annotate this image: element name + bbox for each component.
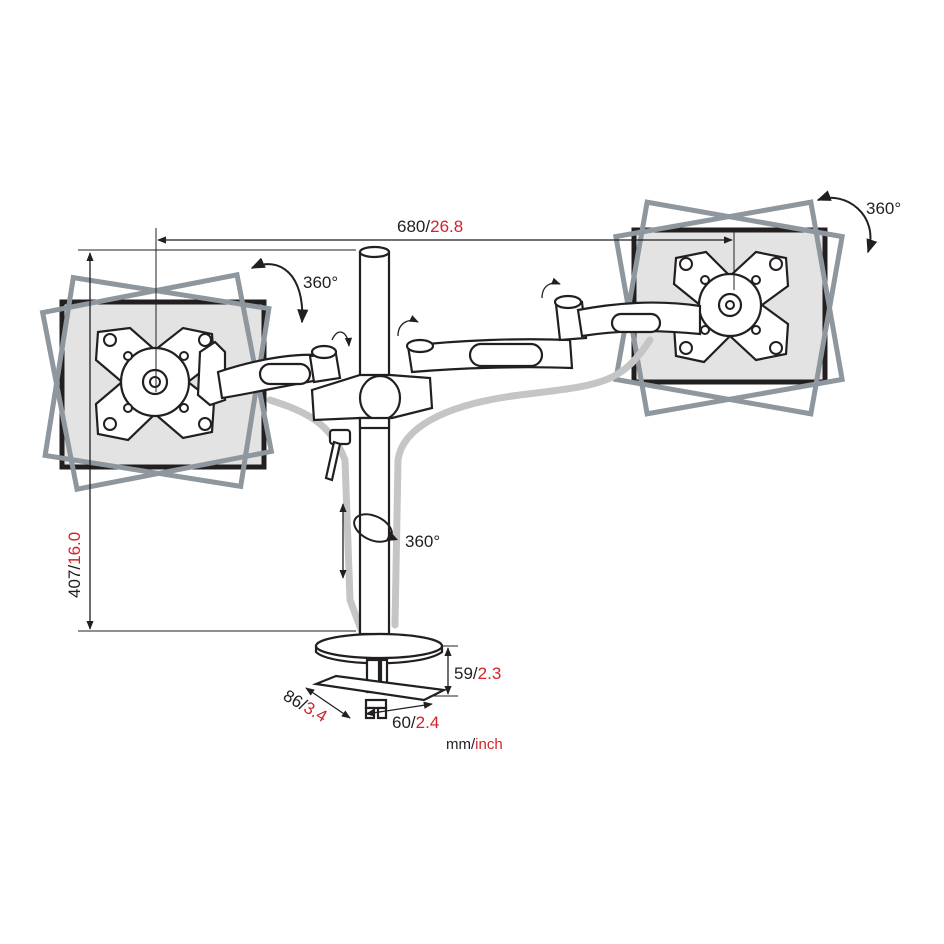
clamp-width-label: 60/2.4 bbox=[392, 713, 439, 732]
left-vesa-plate bbox=[94, 326, 216, 442]
middle-joint-arrow bbox=[397, 315, 419, 337]
clamp-width-dimension bbox=[365, 701, 433, 717]
width-label: 680/26.8 bbox=[397, 217, 463, 236]
right-rotation-label: 360° bbox=[866, 199, 901, 218]
clamp-depth-dimension bbox=[305, 687, 351, 719]
right-joint-arrow bbox=[541, 277, 561, 299]
pole-rotation-label: 360° bbox=[405, 532, 440, 551]
left-rotate-arrow bbox=[250, 257, 309, 324]
right-vesa-plate bbox=[672, 250, 790, 364]
right-rotate-arrow bbox=[816, 190, 878, 254]
hub bbox=[310, 373, 434, 430]
pole-rotate-arrow bbox=[353, 513, 398, 543]
width-dimension bbox=[155, 228, 735, 392]
left-rotation-label: 360° bbox=[303, 273, 338, 292]
cable bbox=[266, 336, 654, 636]
clamp-depth-label: 86/3.4 bbox=[280, 686, 330, 726]
right-monitor-tilt-outline-a bbox=[612, 199, 846, 417]
height-label: 407/16.0 bbox=[65, 532, 84, 598]
right-arm bbox=[405, 294, 702, 374]
left-joint-arrow bbox=[331, 331, 353, 347]
pole bbox=[358, 245, 391, 636]
left-arm bbox=[196, 340, 342, 407]
lock-lever bbox=[324, 428, 352, 482]
base-height-dimension bbox=[430, 645, 458, 697]
base-height-label: 59/2.3 bbox=[454, 664, 501, 683]
units-label: mm/inch bbox=[446, 736, 503, 753]
left-monitor-tilt-outline-b bbox=[42, 274, 272, 490]
height-dimension bbox=[78, 249, 356, 632]
